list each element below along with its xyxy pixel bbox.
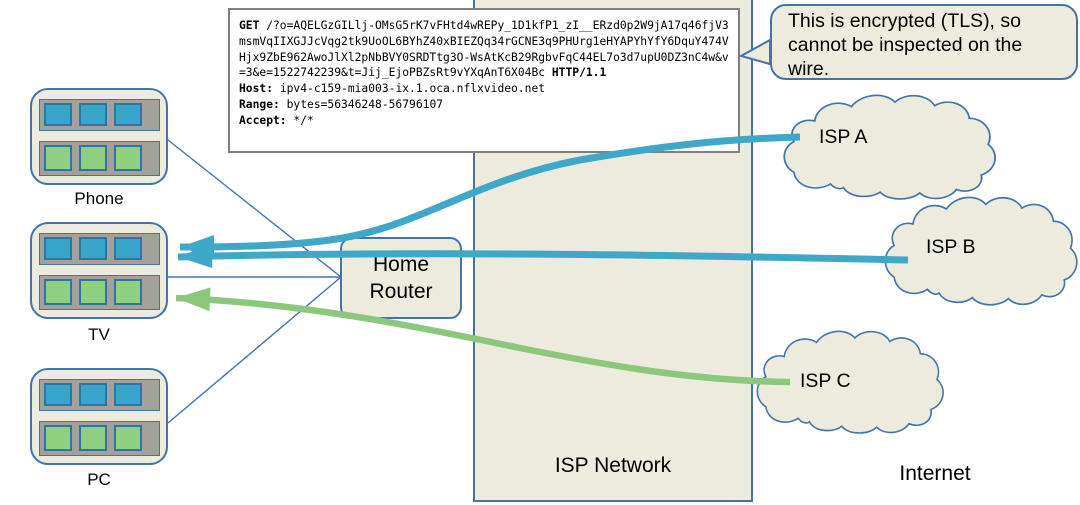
chunk-green [44, 279, 72, 305]
chunk-blue [79, 103, 107, 126]
isp-a-label: ISP A [819, 126, 868, 148]
tv-label: TV [88, 325, 110, 344]
home-router-box: Home Router [340, 237, 462, 319]
tls-callout-line: wire. [788, 58, 830, 80]
pc-stream-bar-green [39, 421, 160, 456]
device-pc [30, 368, 168, 465]
chunk-green [114, 425, 142, 451]
device-tv [30, 222, 168, 319]
pc-router-line [167, 276, 342, 424]
chunk-green [44, 425, 72, 451]
pc-stream-bar-blue [39, 379, 160, 411]
isp-b-cloud [884, 196, 1078, 306]
chunk-green [79, 145, 107, 171]
phone-stream-bar-green [39, 141, 160, 176]
chunk-blue [114, 103, 142, 126]
chunk-blue [44, 237, 72, 260]
isp-a-cloud [783, 94, 997, 200]
chunk-green [44, 145, 72, 171]
home-router-label: Home Router [369, 253, 433, 303]
chunk-green [79, 425, 107, 451]
tv-stream-bar-green [39, 275, 160, 310]
internet-label: Internet [899, 462, 971, 485]
chunk-blue [44, 383, 72, 406]
http-request-text: GET /?o=AQELGzGILlj-OMsG5rK7vFHtd4wREPy_… [239, 19, 729, 127]
tls-callout-line: cannot be inspected on the [788, 34, 1023, 56]
isp-c-label: ISP C [800, 370, 851, 392]
chunk-blue [79, 237, 107, 260]
chunk-blue [44, 103, 72, 126]
isp-b-label: ISP B [926, 236, 976, 258]
tls-callout-line: This is encrypted (TLS), so [788, 10, 1021, 32]
chunk-green [79, 279, 107, 305]
pc-label: PC [87, 470, 111, 489]
isp-network-label: ISP Network [554, 454, 672, 477]
chunk-blue [79, 383, 107, 406]
phone-stream-bar-blue [39, 99, 160, 131]
chunk-green [114, 279, 142, 305]
chunk-blue [114, 383, 142, 406]
device-phone [30, 88, 168, 185]
http-request-box: GET /?o=AQELGzGILlj-OMsG5rK7vFHtd4wREPy_… [228, 8, 740, 153]
chunk-green [114, 145, 142, 171]
chunk-blue [114, 237, 142, 260]
tls-callout: This is encrypted (TLS), so cannot be in… [770, 4, 1078, 80]
phone-label: Phone [74, 189, 124, 208]
phone-router-line [167, 139, 342, 278]
tv-stream-bar-blue [39, 233, 160, 265]
device-router-links [164, 139, 342, 424]
